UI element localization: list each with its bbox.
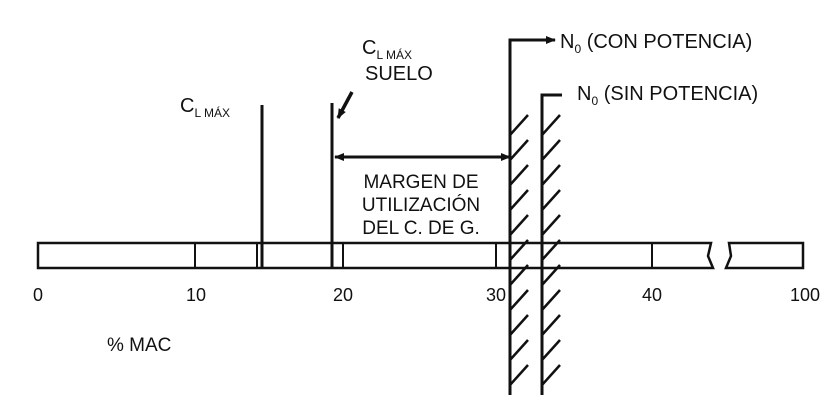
n0-sin-bracket [540,93,562,395]
scale-bar-end-segment [724,241,805,270]
tick-label-10: 10 [186,285,206,305]
n0-con-label: N0 (CON POTENCIA) [560,31,752,56]
margin-label-line3: DEL C. DE G. [362,218,480,239]
tick-label-100: 100 [790,285,820,305]
margin-label-line1: MARGEN DE [363,172,478,193]
cl-max-suelo-line2: SUELO [365,63,433,85]
scale-bar [36,241,715,270]
margin-text-backing [346,166,496,238]
cl-max-label: CL MÁX [180,95,230,120]
tick-label-20: 20 [333,285,353,305]
tick-label-40: 40 [642,285,662,305]
n0-sin-label: N0 (SIN POTENCIA) [577,83,758,108]
axis-unit-label: % MAC [107,335,171,356]
margin-label-line2: UTILIZACIÓN [362,194,480,216]
tick-label-0: 0 [33,285,43,305]
suelo-pointer-arrow [336,91,354,119]
n0-sin-hatch [541,114,561,386]
tick-label-30: 30 [486,285,506,305]
cl-max-suelo-label: CL MÁX [362,37,412,62]
n0-con-hatch [509,114,529,386]
n0-con-bracket [508,36,556,395]
